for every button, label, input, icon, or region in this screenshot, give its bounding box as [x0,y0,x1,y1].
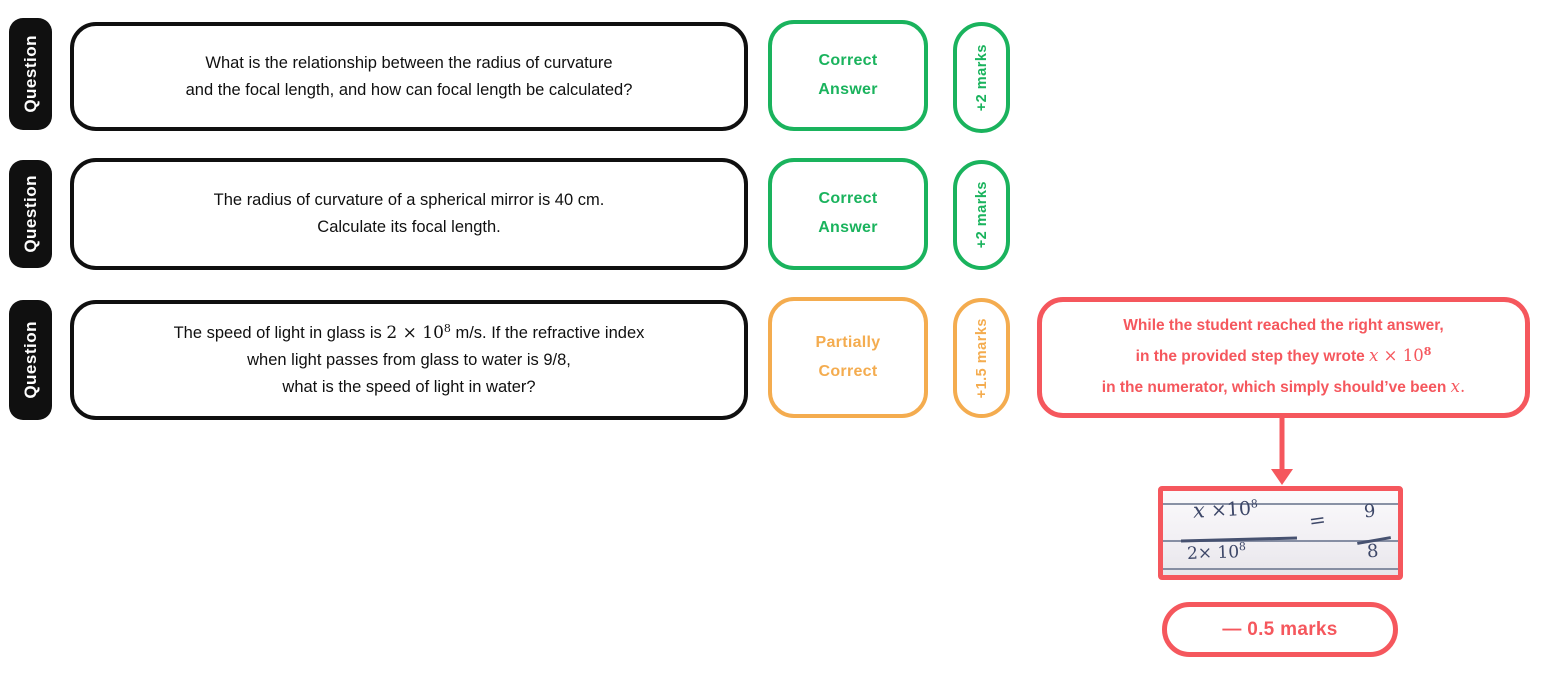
status-line: Partially [815,333,881,351]
paper-rule-line [1163,568,1398,570]
status-badge-partially-correct: Partially Correct [768,297,928,418]
question-box-2: The radius of curvature of a spherical m… [70,158,748,270]
question-text-3: The speed of light in glass is 2 × 108 m… [174,320,645,401]
question-line: Calculate its focal length. [317,218,501,236]
handwritten-rhs-numerator: 9 [1363,500,1377,523]
status-line: Correct [818,190,878,208]
status-line: Answer [818,219,878,236]
question-tag-2: Question [9,160,52,268]
marks-label: +1.5 marks [973,317,990,399]
question-line: when light passes from glass to water is… [247,351,571,370]
handwritten-equals: = [1307,506,1328,534]
status-line: Answer [818,80,878,98]
feedback-line: While the student reached the right answ… [1123,317,1444,335]
question-tag-label: Question [20,175,40,253]
marks-pill-2: +2 marks [953,160,1010,270]
arrow-down-icon [1271,418,1293,485]
paper-rule-line [1163,503,1398,505]
question-text-2: The radius of curvature of a spherical m… [214,187,605,240]
question-box-1: What is the relationship between the rad… [70,22,748,131]
status-line: Correct [818,51,878,69]
marks-label: +2 marks [973,43,990,112]
question-tag-1: Question [9,18,52,130]
question-box-3: The speed of light in glass is 2 × 108 m… [70,300,748,420]
math-x: x [1450,376,1460,396]
question-line: The speed of light in glass is 2 × 108 m… [173,321,645,343]
math-x: x [1369,346,1379,366]
math-expression: 2 × 10 [386,322,444,343]
status-badge-correct-1: Correct Answer [768,20,928,131]
question-text-1: What is the relationship between the rad… [186,50,633,103]
question-tag-label: Question [20,35,40,113]
feedback-line: in the numerator, which simply should’ve… [1101,376,1466,396]
question-line: What is the relationship between the rad… [205,53,613,72]
question-tag-label: Question [20,321,40,399]
feedback-box: While the student reached the right answ… [1037,297,1530,418]
question-tag-3: Question [9,300,52,420]
marks-label: +2 marks [973,181,990,249]
deduction-label: — 0.5 marks [1222,618,1338,640]
handwritten-rhs-denominator: 8 [1366,540,1380,563]
handwritten-denominator: 2× 108 [1186,539,1247,565]
status-line: Correct [818,362,878,380]
marks-pill-3: +1.5 marks [953,298,1010,418]
feedback-line: in the provided step they wrote x × 108 [1135,345,1432,366]
paper-rule-line [1163,540,1398,542]
status-badge-correct-2: Correct Answer [768,158,928,270]
handwritten-numerator: x ×108 [1192,497,1259,523]
marks-pill-1: +2 marks [953,22,1010,133]
question-line: and the focal length, and how can focal … [185,80,633,99]
deduction-badge: — 0.5 marks [1162,602,1398,657]
student-work-image: x ×108 2× 108 = 9 8 [1158,486,1403,580]
question-line: what is the speed of light in water? [282,377,536,396]
question-line: The radius of curvature of a spherical m… [213,191,605,210]
